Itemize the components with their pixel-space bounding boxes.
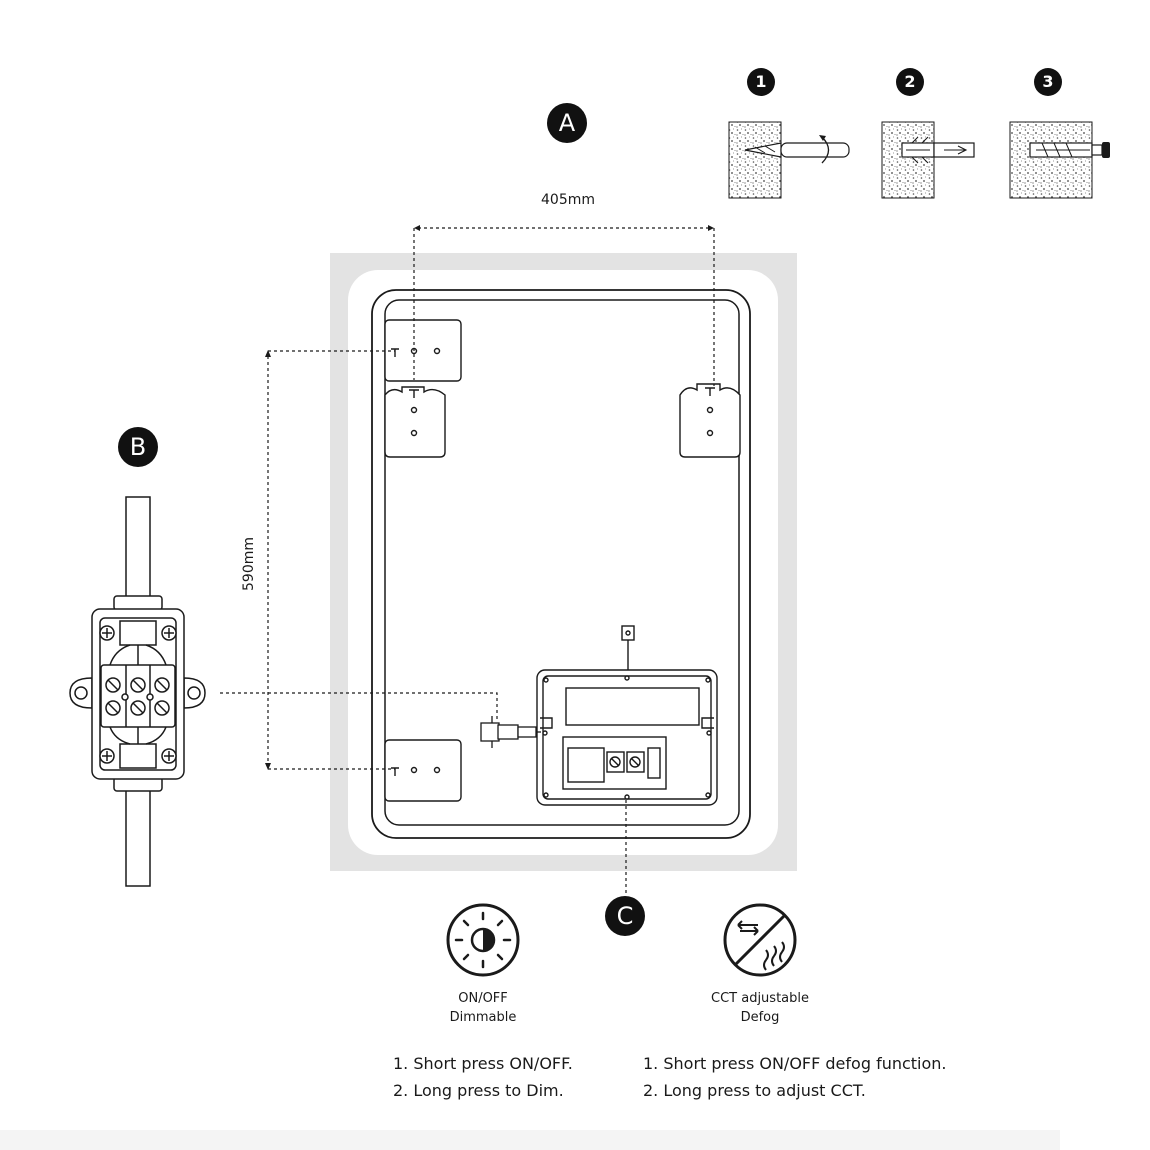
defog-caption-line1: CCT adjustable (711, 991, 809, 1006)
instruction-line: 2. Long press to adjust CCT. (643, 1081, 866, 1100)
control-box (536, 625, 718, 806)
height-dimension-label: 590mm (241, 537, 257, 591)
hanging-bracket-top-right (679, 383, 741, 458)
dimmer-caption-line1: ON/OFF (458, 991, 508, 1006)
width-dimension-label: 405mm (541, 192, 595, 208)
panel-b-badge: B (118, 427, 158, 467)
junction-box (69, 496, 206, 887)
footer-band (0, 1130, 1060, 1150)
step-1-drill-diagram (728, 121, 850, 199)
step-2-anchor-diagram (881, 121, 975, 199)
hanging-bracket-top-left-lower (384, 386, 446, 458)
instruction-line: 1. Short press ON/OFF defog function. (643, 1054, 947, 1073)
defog-caption-line2: Defog (740, 1010, 780, 1025)
step-3-screw-diagram (1009, 121, 1110, 199)
width-dimension-line (413, 225, 715, 386)
defog-icon (723, 903, 797, 977)
dimmer-caption: ON/OFF Dimmable (383, 989, 583, 1027)
defog-caption: CCT adjustable Defog (660, 989, 860, 1027)
dimmer-caption-line2: Dimmable (449, 1010, 517, 1025)
instruction-line: 1. Short press ON/OFF. (393, 1054, 573, 1073)
panel-a-badge: A (547, 103, 587, 143)
step-2-badge: 2 (896, 68, 924, 96)
leader-lines (220, 692, 627, 893)
height-dimension-line (265, 350, 395, 770)
defog-instructions: 1. Short press ON/OFF defog function. 2.… (643, 1050, 947, 1104)
hanging-bracket-bottom-left (384, 739, 462, 802)
sun-dimmer-icon (446, 903, 520, 977)
dimmer-instructions: 1. Short press ON/OFF. 2. Long press to … (393, 1050, 573, 1104)
panel-c-badge: C (605, 896, 645, 936)
step-1-badge: 1 (747, 68, 775, 96)
instruction-line: 2. Long press to Dim. (393, 1081, 564, 1100)
step-3-badge: 3 (1034, 68, 1062, 96)
hanging-bracket-top-left (384, 319, 462, 382)
wire-connector (480, 716, 541, 748)
